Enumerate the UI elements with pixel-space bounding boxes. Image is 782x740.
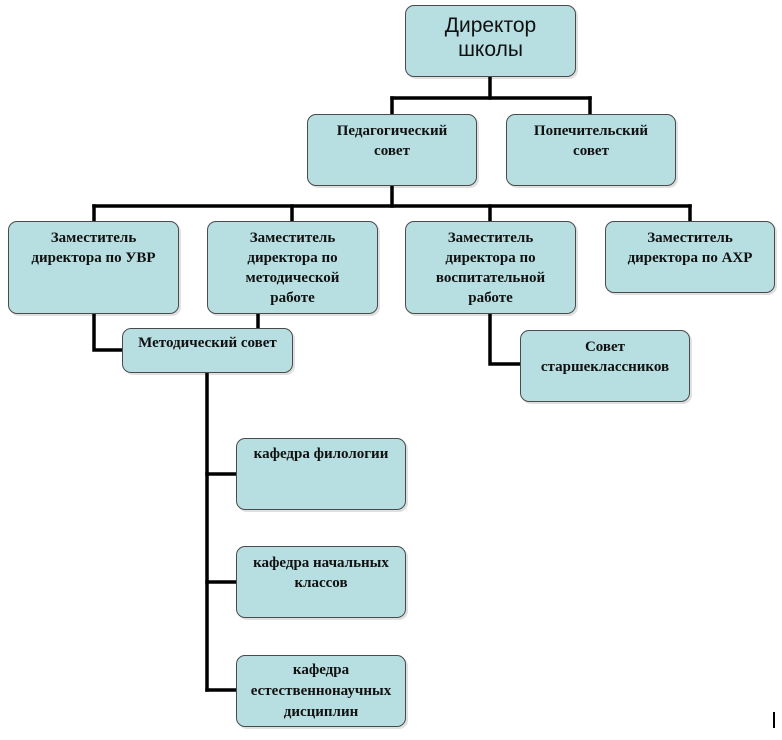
senior-council-box: Совет старшеклассников: [520, 330, 690, 402]
deputy-methodical-label: Заместитель: [249, 230, 336, 246]
trustees-council-box: Попечительский совет: [506, 114, 676, 186]
deputy-educational-label: воспитательной: [435, 270, 546, 286]
director-label: Директор: [444, 14, 537, 37]
department-philology-box: кафедра филологии: [236, 438, 406, 510]
deputy-uvr-label: директора по УВР: [31, 250, 156, 266]
deputy-uvr-box: Заместитель директора по УВР: [8, 221, 179, 314]
director-label: школы: [458, 38, 523, 61]
text-cursor: [773, 712, 775, 728]
connector-uvr-to-method-council: [92, 312, 124, 352]
deputy-educational-label: директора по: [445, 250, 536, 266]
deputy-educational-box: Заместитель директора по воспитательной …: [405, 221, 576, 314]
deputy-methodical-box: Заместитель директора по методической ра…: [207, 221, 378, 314]
director-box: Директор школы: [405, 5, 576, 77]
deputy-educational-label: Заместитель: [447, 230, 534, 246]
deputy-uvr-label: Заместитель: [50, 230, 137, 246]
department-science-box: кафедра естественнонаучных дисциплин: [236, 655, 406, 727]
methodical-council-label: Методический совет: [138, 335, 277, 351]
deputy-educational-label: работе: [468, 290, 513, 306]
department-science-label: дисциплин: [283, 704, 359, 720]
department-science-label: естественнонаучных: [250, 683, 392, 699]
deputy-methodical-label: методической: [245, 270, 340, 286]
department-science-label: кафедра: [292, 662, 350, 678]
deputy-ahr-label: Заместитель: [647, 230, 733, 246]
deputy-ahr-box: Заместитель директора по АХР: [605, 221, 775, 293]
department-philology-label: кафедра филологии: [253, 446, 389, 462]
connector-educational-to-senior: [488, 312, 522, 366]
trustees-council-label: совет: [573, 143, 609, 159]
deputy-methodical-label: директора по: [247, 250, 338, 266]
department-primary-label: кафедра начальных: [253, 555, 389, 571]
methodical-council-box: Методический совет: [122, 328, 293, 373]
pedagogical-council-label: совет: [374, 143, 410, 159]
department-primary-box: кафедра начальных классов: [236, 546, 406, 618]
pedagogical-council-box: Педагогический совет: [307, 114, 477, 186]
senior-council-label: Совет: [584, 339, 626, 355]
deputy-ahr-label: директора по АХР: [627, 250, 753, 266]
senior-council-label: старшеклассников: [540, 359, 670, 375]
pedagogical-council-label: Педагогический: [336, 123, 448, 139]
department-primary-label: классов: [294, 575, 348, 591]
deputy-methodical-label: работе: [270, 290, 315, 306]
trustees-council-label: Попечительский: [533, 123, 649, 139]
